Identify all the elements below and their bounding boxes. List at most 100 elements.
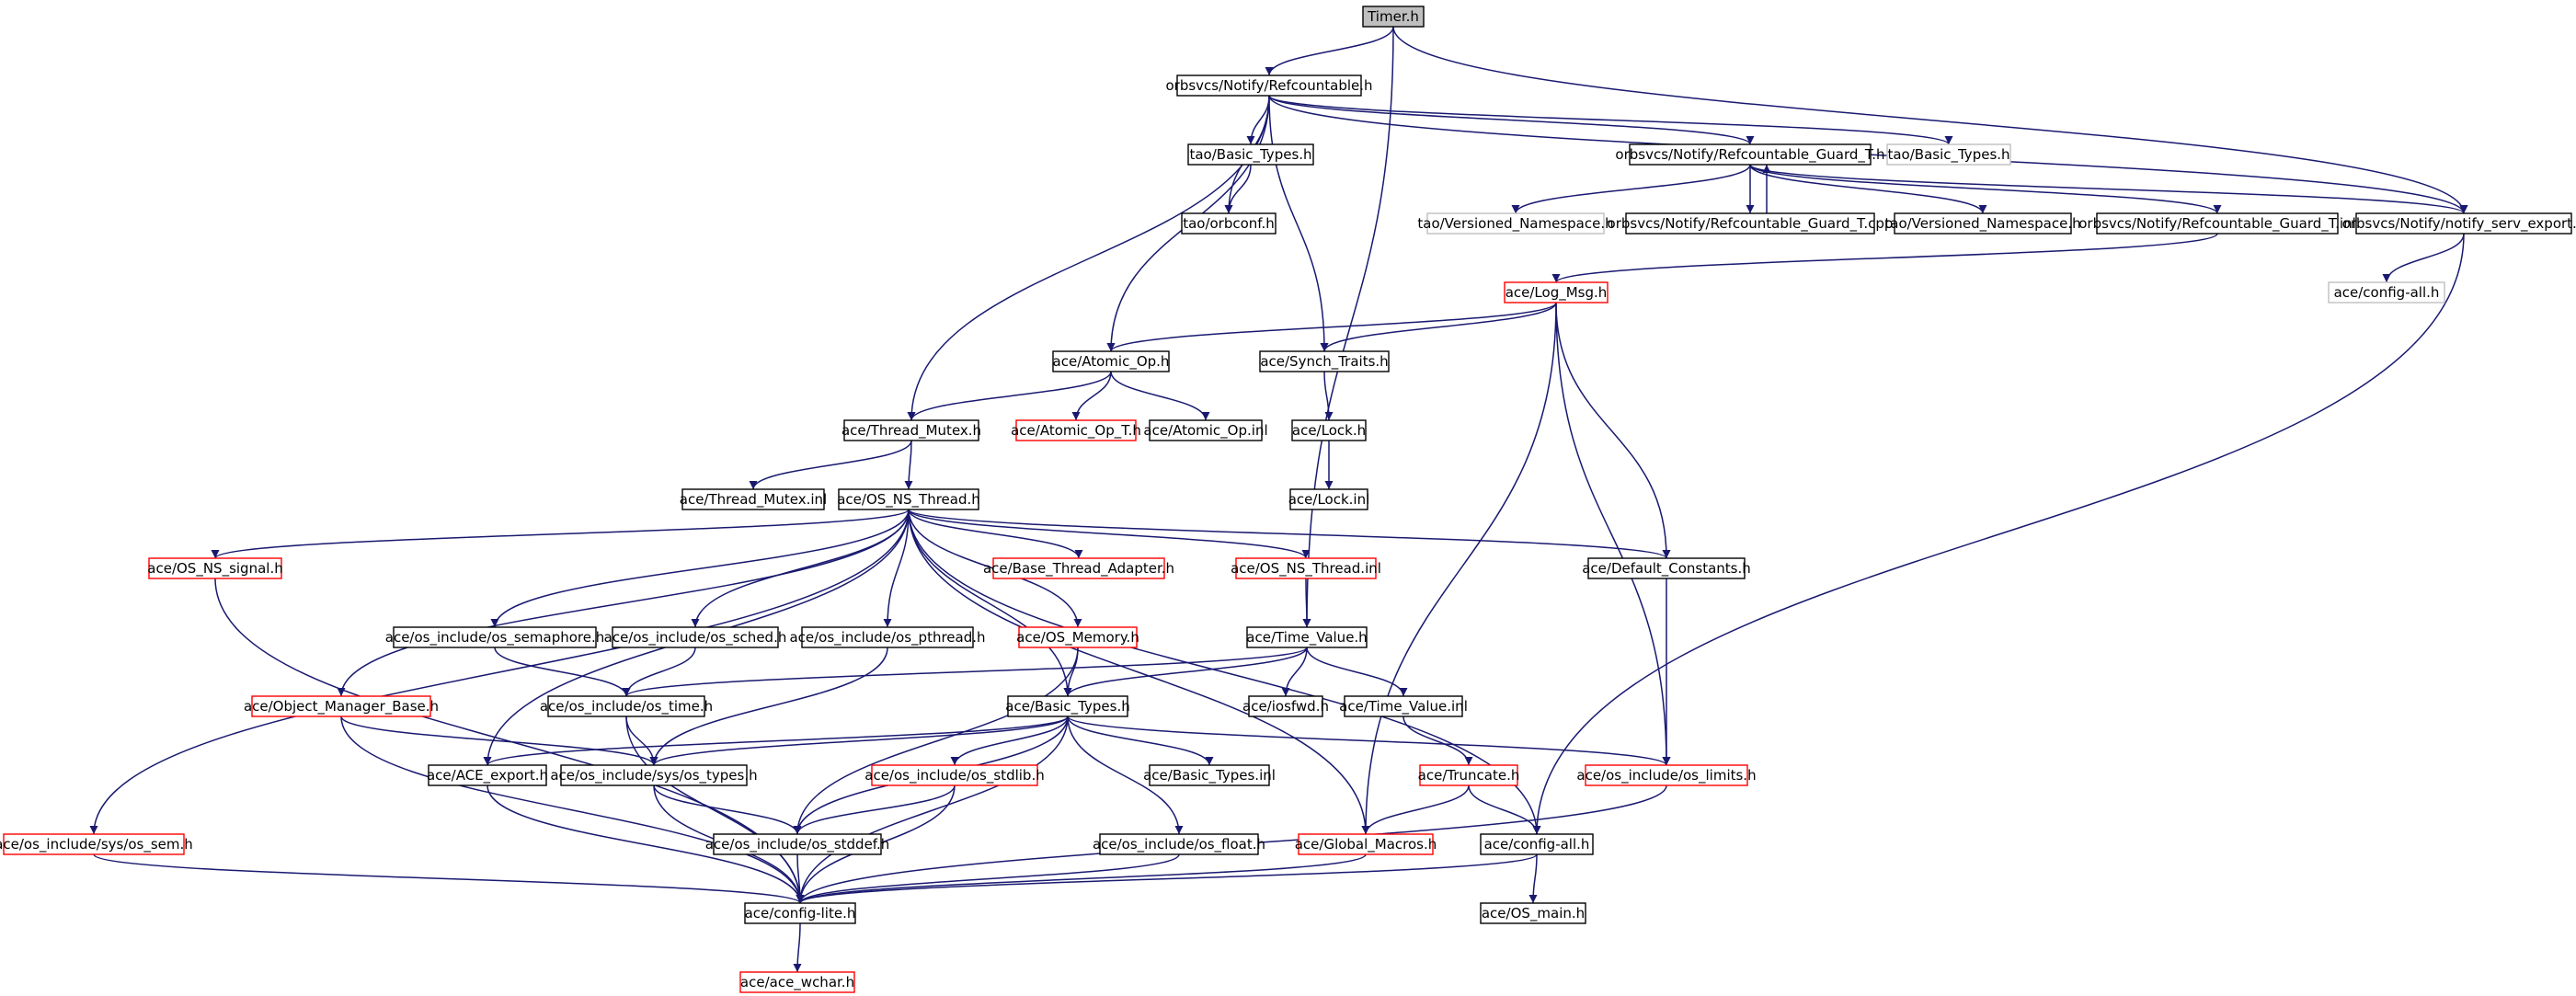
node-ace_os_ns_thread_inl[interactable]: ace/OS_NS_Thread.inl [1231, 557, 1381, 579]
node-ace_os_include_os_semaphore_h[interactable]: ace/os_include/os_semaphore.h [385, 626, 605, 648]
edge-ace_os_include_os_stdlib_h-to-ace_os_include_os_stddef_h [793, 784, 956, 835]
node-ace_ace_wchar_h[interactable]: ace/ace_wchar.h [739, 971, 855, 993]
node-label: ace/OS_Memory.h [1016, 629, 1139, 647]
node-tao_basic_types_h_ext[interactable]: tao/Basic_Types.h [1886, 143, 2011, 166]
node-notify_serv_export_h[interactable]: orbsvcs/Notify/notify_serv_export.h [2342, 212, 2576, 235]
node-label: ace/os_include/os_semaphore.h [385, 629, 605, 647]
node-box [1480, 902, 1586, 924]
node-notify_refcountable_h[interactable]: orbsvcs/Notify/Refcountable.h [1165, 74, 1373, 97]
node-ace_thread_mutex_h[interactable]: ace/Thread_Mutex.h [841, 419, 981, 441]
node-box [1015, 419, 1137, 441]
node-ace_config_lite_h[interactable]: ace/config-lite.h [744, 902, 856, 924]
edge-ace_os_ns_thread_h-to-ace_default_constants_h [908, 509, 1671, 559]
node-label: ace/Global_Macros.h [1295, 836, 1437, 853]
node-box [681, 488, 825, 510]
node-ace_os_memory_h[interactable]: ace/OS_Memory.h [1016, 626, 1139, 648]
node-ace_os_include_os_limits_h[interactable]: ace/os_include/os_limits.h [1576, 764, 1757, 786]
node-ace_object_manager_base_h[interactable]: ace/Object_Manager_Base.h [244, 695, 439, 717]
node-ace_os_include_os_time_h[interactable]: ace/os_include/os_time.h [540, 695, 713, 717]
node-ace_global_macros_h[interactable]: ace/Global_Macros.h [1295, 833, 1437, 855]
node-label: tao/Versioned_Namespace.h [1417, 215, 1613, 233]
node-label: ace/os_include/os_limits.h [1576, 767, 1756, 784]
edge-timer_h-to-notify_refcountable_h [1265, 26, 1394, 76]
node-ace_os_include_os_pthread_h[interactable]: ace/os_include/os_pthread.h [789, 626, 986, 648]
node-box [2355, 212, 2572, 235]
node-box [1625, 212, 1875, 235]
node-label: ace/iosfwd.h [1242, 698, 1329, 715]
node-timer_h[interactable]: Timer.h [1362, 6, 1425, 28]
edge-ace_os_include_os_semaphore_h-to-ace_os_include_os_time_h [494, 647, 631, 697]
node-label: ace/Object_Manager_Base.h [244, 698, 439, 716]
node-ace_os_ns_thread_h[interactable]: ace/OS_NS_Thread.h [837, 488, 980, 510]
node-label: ace/Lock.inl [1288, 491, 1370, 508]
node-refcountable_guard_t_inl[interactable]: orbsvcs/Notify/Refcountable_Guard_T.inl [2078, 212, 2356, 235]
node-box [1149, 419, 1263, 441]
node-label: orbsvcs/Notify/Refcountable_Guard_T.inl [2078, 215, 2356, 233]
node-ace_atomic_op_h[interactable]: ace/Atomic_Op.h [1052, 350, 1170, 372]
node-ace_config_all_h_ext[interactable]: ace/config-all.h [2328, 281, 2445, 303]
node-ace_config_all_h[interactable]: ace/config-all.h [1480, 833, 1594, 855]
node-label: ace/Atomic_Op.h [1053, 353, 1170, 371]
edge-ace_atomic_op_h-to-ace_atomic_op_t_h [1071, 371, 1112, 421]
node-ace_thread_mutex_inl[interactable]: ace/Thread_Mutex.inl [680, 488, 827, 510]
node-ace_base_thread_adapter_h[interactable]: ace/Base_Thread_Adapter.h [983, 557, 1174, 579]
node-box [1344, 695, 1463, 717]
node-ace_iosfwd_h[interactable]: ace/iosfwd.h [1242, 695, 1329, 717]
node-ace_basic_types_inl[interactable]: ace/Basic_Types.inl [1143, 764, 1276, 786]
edge-ace_os_include_os_pthread_h-to-ace_os_include_sys_os_types_h [649, 647, 888, 766]
node-tao_orbconf_h[interactable]: tao/orbconf.h [1181, 212, 1277, 235]
edge-ace_os_include_sys_os_types_h-to-ace_os_include_os_stddef_h [653, 784, 802, 835]
edge-ace_basic_types_h-to-ace_ace_export_h [483, 716, 1069, 766]
node-ace_os_include_os_stdlib_h[interactable]: ace/os_include/os_stdlib.h [864, 764, 1045, 786]
node-label: ace/OS_main.h [1482, 905, 1585, 922]
node-box [547, 695, 705, 717]
edge-ace_config_lite_h-to-ace_ace_wchar_h [793, 922, 802, 973]
node-ace_log_msg_h[interactable]: ace/Log_Msg.h [1504, 281, 1609, 303]
edge-ace_time_value_h-to-ace_basic_types_h [1063, 647, 1308, 697]
node-tao_versioned_namespace_h[interactable]: tao/Versioned_Namespace.h [1884, 212, 2081, 235]
node-ace_os_include_sys_os_types_h[interactable]: ace/os_include/sys/os_types.h [550, 764, 758, 786]
node-refcountable_guard_t_cpp[interactable]: orbsvcs/Notify/Refcountable_Guard_T.cpp [1608, 212, 1894, 235]
node-ace_os_include_os_float_h[interactable]: ace/os_include/os_float.h [1093, 833, 1265, 855]
node-label: ace/os_include/os_stdlib.h [864, 767, 1044, 784]
node-ace_time_value_inl[interactable]: ace/Time_Value.inl [1339, 695, 1468, 717]
node-ace_lock_h[interactable]: ace/Lock.h [1291, 419, 1367, 441]
node-ace_os_main_h[interactable]: ace/OS_main.h [1480, 902, 1586, 924]
edge-ace_os_ns_thread_inl-to-ace_time_value_h [1302, 578, 1311, 628]
node-ace_os_include_sys_os_sem_h[interactable]: ace/os_include/sys/os_sem.h [0, 833, 193, 855]
node-tao_basic_types_h[interactable]: tao/Basic_Types.h [1187, 143, 1314, 166]
node-ace_os_include_os_sched_h[interactable]: ace/os_include/os_sched.h [604, 626, 787, 648]
node-refcountable_guard_t_h[interactable]: orbsvcs/Notify/Refcountable_Guard_T.h [1615, 143, 1885, 166]
node-ace_os_include_os_stddef_h[interactable]: ace/os_include/os_stddef.h [705, 833, 890, 855]
node-ace_atomic_op_inl[interactable]: ace/Atomic_Op.inl [1143, 419, 1268, 441]
edge-ace_os_ns_thread_h-to-ace_object_manager_base_h [337, 509, 910, 697]
node-ace_truncate_h[interactable]: ace/Truncate.h [1418, 764, 1520, 786]
edge-ace_os_ns_thread_h-to-ace_os_ns_signal_h [211, 509, 910, 559]
node-box [2328, 281, 2445, 303]
node-box [1894, 212, 2072, 235]
edge-tao_basic_types_h-to-tao_orbconf_h [1224, 164, 1252, 214]
node-label: ace/Synch_Traits.h [1260, 353, 1388, 371]
node-box [1291, 419, 1367, 441]
node-box [1176, 74, 1362, 97]
node-ace_default_constants_h[interactable]: ace/Default_Constants.h [1582, 557, 1751, 579]
edge-ace_os_ns_thread_h-to-ace_os_include_os_pthread_h [883, 509, 910, 628]
node-ace_lock_inl[interactable]: ace/Lock.inl [1288, 488, 1370, 510]
node-ace_atomic_op_t_h[interactable]: ace/Atomic_Op_T.h [1011, 419, 1141, 441]
node-tao_versioned_namespace_h_ext[interactable]: tao/Versioned_Namespace.h [1417, 212, 1614, 235]
edge-ace_log_msg_h-to-ace_os_include_os_limits_h [1555, 302, 1671, 766]
edge-ace_time_value_h-to-ace_os_include_os_time_h [622, 647, 1308, 697]
node-ace_time_value_h[interactable]: ace/Time_Value.h [1246, 626, 1368, 648]
node-ace_os_ns_signal_h[interactable]: ace/OS_NS_signal.h [147, 557, 283, 579]
node-box [739, 971, 855, 993]
edge-ace_time_value_inl-to-ace_truncate_h [1402, 716, 1473, 766]
node-ace_synch_traits_h[interactable]: ace/Synch_Traits.h [1259, 350, 1390, 372]
node-label: ace/OS_NS_Thread.inl [1231, 560, 1381, 578]
node-label: orbsvcs/Notify/Refcountable_Guard_T.h [1615, 146, 1884, 164]
node-ace_ace_export_h[interactable]: ace/ACE_export.h [427, 764, 548, 786]
node-label: tao/Basic_Types.h [1189, 146, 1311, 164]
node-box [1298, 833, 1434, 855]
node-ace_basic_types_h[interactable]: ace/Basic_Types.h [1005, 695, 1130, 717]
node-label: ace/Basic_Types.inl [1143, 767, 1276, 784]
